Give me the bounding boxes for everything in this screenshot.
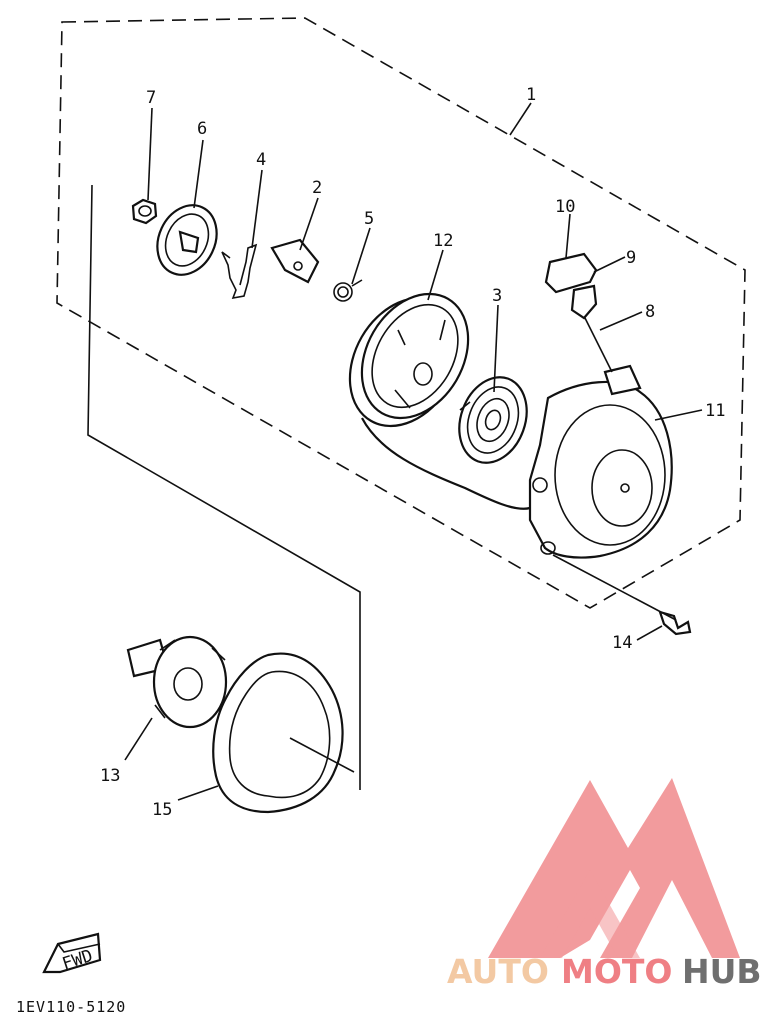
leader-15 [177,785,219,801]
callout-14: 14 [612,633,632,653]
leader-7 [147,107,153,201]
leader-8 [599,311,643,331]
leader-11 [654,409,703,421]
leader-1 [509,102,532,136]
callout-10: 10 [555,197,575,217]
leader-2 [299,197,319,251]
part-code: 1EV110-5120 [16,998,126,1016]
leader-bolt-path [552,554,677,621]
leader-12 [427,249,444,301]
callout-15: 15 [152,800,172,820]
callout-11: 11 [705,401,725,421]
callout-5: 5 [364,209,374,229]
callout-9: 9 [626,248,636,268]
watermark-word-hub: HUB [682,952,762,991]
callout-1: 1 [526,85,536,105]
watermark-logo-icon [488,778,740,958]
fwd-arrow-icon: FWD [42,932,102,974]
callout-8: 8 [645,302,655,322]
leader-3 [493,304,499,393]
leader-6 [193,139,204,209]
handle-boot-part-9 [570,284,598,320]
leader-4 [251,169,263,249]
gasket-inner [228,670,331,799]
starter-handle-part-10 [544,252,598,294]
assembly-boundary [56,17,746,609]
watermark-word-moto: MOTO [561,952,672,991]
leader-9 [593,256,626,273]
drive-plate-part-6 [156,204,218,276]
exploded-frame [87,184,361,790]
callout-3: 3 [492,286,502,306]
recoil-spring-part-3 [458,376,528,464]
watermark-word-auto: AUTO [447,952,549,991]
pawl-part-2 [270,238,320,284]
drive-hub-part-13 [126,635,228,729]
callout-6: 6 [197,119,207,139]
leader-13 [124,717,153,761]
callout-7: 7 [146,88,156,108]
leader-14 [636,625,663,641]
starter-rope [361,417,531,510]
pawl-hole [293,261,303,271]
leader-5 [351,227,371,285]
callout-12: 12 [433,231,453,251]
bolt-part-14 [658,610,692,636]
callout-13: 13 [100,766,120,786]
starter-housing-part-11 [528,364,673,559]
handle-rope-part-8 [581,311,613,373]
spring-clip-part-4 [221,243,258,300]
callout-2: 2 [312,178,322,198]
leader-15-inner [289,737,355,773]
nut-part-7 [131,198,158,225]
callout-4: 4 [256,150,266,170]
gasket-part-15 [212,652,344,814]
pulley-part-12 [348,292,470,428]
spring-part-5 [333,279,363,302]
leader-10 [565,213,571,259]
